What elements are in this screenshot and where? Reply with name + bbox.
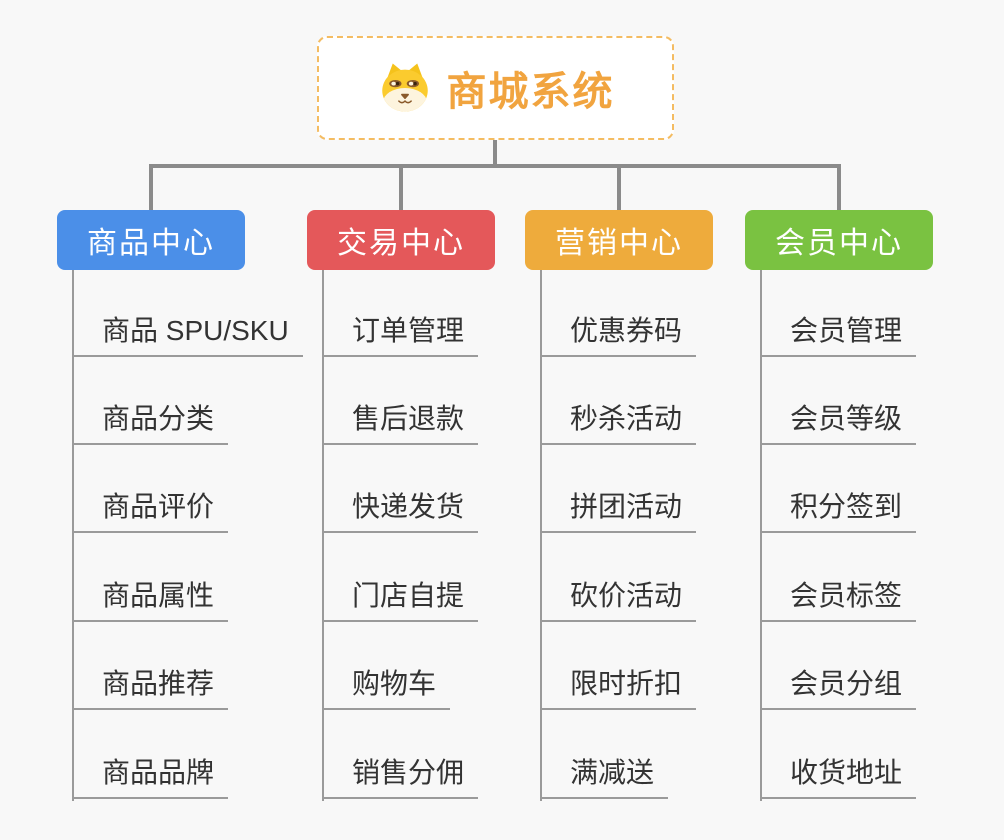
child-node[interactable]: 会员标签 <box>762 576 917 622</box>
child-node[interactable]: 购物车 <box>324 664 451 710</box>
branch-label: 营销中心 <box>555 227 683 260</box>
branch-box-marketing-center[interactable]: 营销中心 <box>525 210 713 270</box>
shiba-dog-icon <box>377 60 433 116</box>
child-node[interactable]: 订单管理 <box>324 311 479 357</box>
branch-label: 商品中心 <box>87 227 215 260</box>
branch-label: 会员中心 <box>775 227 903 260</box>
child-node[interactable]: 会员等级 <box>762 399 917 445</box>
child-node[interactable]: 商品品牌 <box>74 753 229 799</box>
branch-box-product-center[interactable]: 商品中心 <box>57 210 245 270</box>
root-label: 商城系统 <box>446 70 615 114</box>
child-node[interactable]: 商品评价 <box>74 487 229 533</box>
branch-label: 交易中心 <box>337 227 465 260</box>
child-node[interactable]: 商品属性 <box>74 576 229 622</box>
child-node[interactable]: 优惠券码 <box>542 311 697 357</box>
branch-children-marketing: 优惠券码 秒杀活动 拼团活动 砍价活动 限时折扣 满减送 <box>540 270 770 801</box>
connector-root-stem <box>493 140 497 168</box>
root-node[interactable]: 商城系统 <box>317 36 674 140</box>
child-node[interactable]: 商品推荐 <box>74 664 229 710</box>
child-node[interactable]: 售后退款 <box>324 399 479 445</box>
child-node[interactable]: 会员管理 <box>762 311 917 357</box>
child-node[interactable]: 秒杀活动 <box>542 399 697 445</box>
child-node[interactable]: 拼团活动 <box>542 487 697 533</box>
child-node[interactable]: 会员分组 <box>762 664 917 710</box>
child-node[interactable]: 收货地址 <box>762 753 917 799</box>
child-node[interactable]: 限时折扣 <box>542 664 697 710</box>
connector-top-bar <box>149 164 841 168</box>
connector-drop-trade <box>399 164 403 212</box>
child-node[interactable]: 砍价活动 <box>542 576 697 622</box>
child-node[interactable]: 销售分佣 <box>324 753 479 799</box>
branch-children-trade: 订单管理 售后退款 快递发货 门店自提 购物车 销售分佣 <box>322 270 552 801</box>
child-node[interactable]: 商品 SPU/SKU <box>74 311 303 357</box>
connector-drop-member <box>837 164 841 212</box>
child-node[interactable]: 商品分类 <box>74 399 229 445</box>
branch-children-member: 会员管理 会员等级 积分签到 会员标签 会员分组 收货地址 <box>760 270 990 801</box>
branch-box-trade-center[interactable]: 交易中心 <box>307 210 495 270</box>
child-node[interactable]: 门店自提 <box>324 576 479 622</box>
branch-children-product: 商品 SPU/SKU 商品分类 商品评价 商品属性 商品推荐 商品品牌 <box>72 270 303 801</box>
branch-box-member-center[interactable]: 会员中心 <box>745 210 933 270</box>
child-node[interactable]: 积分签到 <box>762 487 917 533</box>
connector-drop-product <box>149 164 153 212</box>
child-node[interactable]: 满减送 <box>542 753 669 799</box>
connector-drop-marketing <box>617 164 621 212</box>
child-node[interactable]: 快递发货 <box>324 487 479 533</box>
